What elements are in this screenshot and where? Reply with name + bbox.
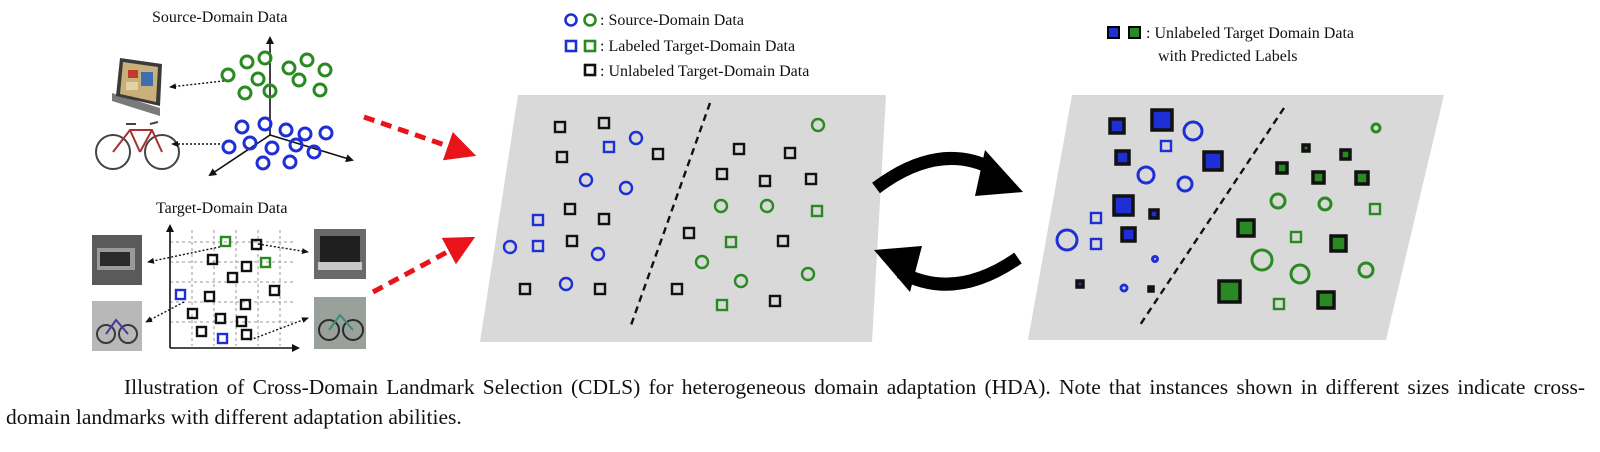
- figure-caption: Illustration of Cross-Domain Landmark Se…: [6, 375, 1585, 429]
- legend-middle: : Source-Domain Data : Labeled Target-Do…: [564, 12, 809, 80]
- source-domain-title: Source-Domain Data: [152, 9, 288, 26]
- iteration-cycle-arrows: [872, 150, 1023, 292]
- target-photo-pointers: [145, 243, 309, 341]
- legend-unlabeled-target: : Unlabeled Target-Domain Data: [600, 63, 809, 80]
- legend-predicted-line2: with Predicted Labels: [1158, 48, 1298, 65]
- middle-source-circles: [502, 117, 826, 292]
- target-unlabeled-squares: [186, 238, 281, 341]
- right-predicted-blue: [1075, 108, 1224, 293]
- right-predicted-green: [1217, 143, 1370, 310]
- laptop-pointer: [169, 79, 233, 90]
- source-green-cluster: [220, 50, 333, 101]
- legend-predicted-line1: : Unlabeled Target Domain Data: [1146, 25, 1354, 42]
- target-axes: [166, 224, 300, 352]
- target-photo-laptop-2: [314, 229, 366, 279]
- target-domain-title: Target-Domain Data: [156, 200, 287, 217]
- legend-source-domain: : Source-Domain Data: [600, 12, 744, 29]
- target-photo-bicycle-1: [92, 301, 142, 351]
- legend-labeled-target: : Labeled Target-Domain Data: [600, 38, 795, 55]
- source-3d-axes: [208, 36, 354, 177]
- middle-unlabeled-squares: [518, 116, 818, 308]
- middle-labeled-squares: [531, 140, 824, 312]
- legend-right: : Unlabeled Target Domain Data with Pred…: [1107, 25, 1354, 65]
- middle-panel: [480, 95, 886, 342]
- right-labeled-squares: [1089, 139, 1382, 311]
- target-photo-bicycle-2: [314, 297, 366, 349]
- target-photo-laptop-1: [92, 235, 142, 285]
- middle-boundary: [628, 102, 712, 329]
- right-source-circles: [1055, 120, 1382, 293]
- laptop-icon: [112, 58, 162, 116]
- source-blue-cluster: [221, 116, 334, 171]
- red-arrows: [363, 114, 477, 295]
- cdls-figure: Source-Domain Data Target-Do: [92, 9, 1444, 352]
- right-boundary: [1139, 107, 1285, 326]
- target-labeled-squares: [174, 235, 272, 345]
- target-grid: [170, 230, 296, 346]
- bicycle-icon: [95, 121, 180, 170]
